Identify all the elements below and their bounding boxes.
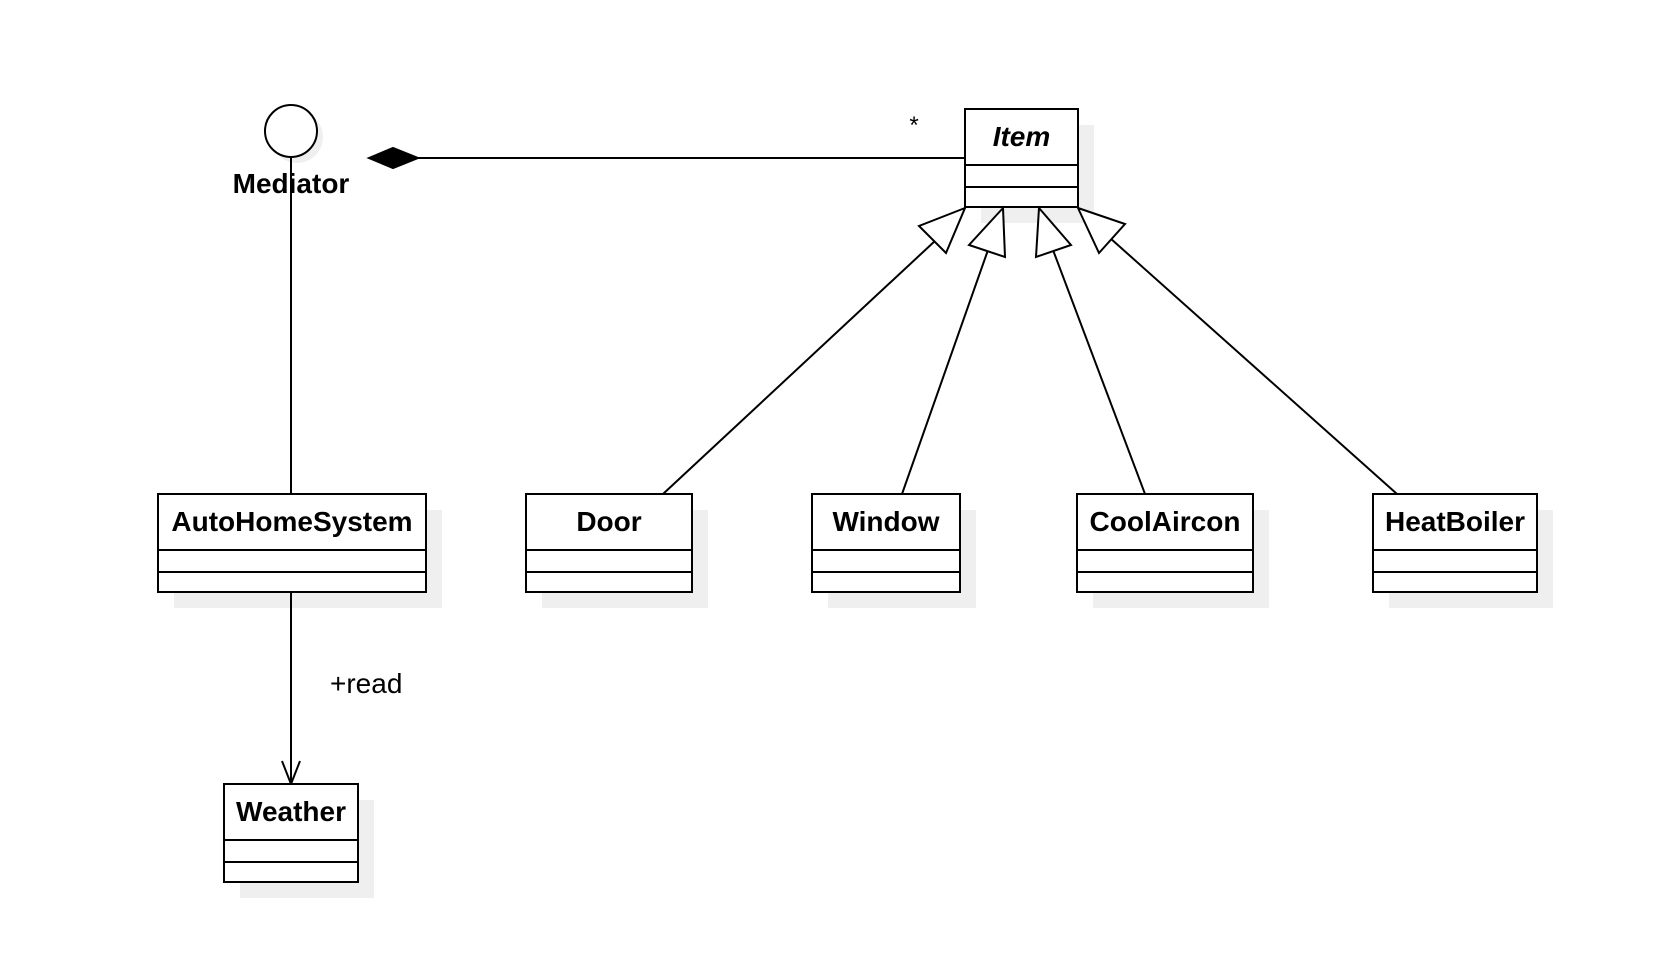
class-coolaircon[interactable]: CoolAircon: [1076, 493, 1269, 608]
generalization-heatboiler-item: [1076, 206, 1398, 495]
door-class-name: Door: [576, 506, 641, 537]
mediator-interface-circle: [264, 104, 318, 158]
class-autohomesystem[interactable]: AutoHomeSystem: [157, 493, 442, 608]
heatboiler-box: [1372, 493, 1538, 593]
class-heatboiler[interactable]: HeatBoiler: [1372, 493, 1553, 608]
autohomesystem-box: [157, 493, 427, 593]
association-autohomesystem-weather: +read: [281, 593, 402, 787]
autohomesystem-class-name: AutoHomeSystem: [171, 506, 412, 537]
coolaircon-generalization-line: [1052, 249, 1146, 495]
class-window[interactable]: Window: [811, 493, 976, 608]
heatboiler-generalization-arrowhead: [1076, 206, 1127, 255]
composition-mediator-item: *: [366, 112, 965, 170]
door-box: [525, 493, 693, 593]
association-role-label: +read: [330, 668, 402, 699]
weather-class-name: Weather: [236, 796, 346, 827]
door-generalization-line: [662, 239, 937, 495]
coolaircon-generalization-arrowhead: [1034, 205, 1073, 259]
weather-box: [223, 783, 359, 883]
heatboiler-class-name: HeatBoiler: [1385, 506, 1525, 537]
generalization-door-item: [662, 206, 967, 495]
door-generalization-arrowhead: [917, 206, 967, 255]
generalization-window-item: [901, 205, 1007, 495]
coolaircon-box: [1076, 493, 1254, 593]
item-box: [964, 108, 1079, 208]
window-box: [811, 493, 961, 593]
multiplicity-label: *: [909, 112, 918, 139]
class-item[interactable]: Item: [964, 108, 1094, 223]
item-class-name: Item: [993, 121, 1051, 152]
generalization-coolaircon-item: [1034, 205, 1146, 495]
heatboiler-generalization-line: [1109, 237, 1398, 495]
coolaircon-class-name: CoolAircon: [1090, 506, 1241, 537]
class-door[interactable]: Door: [525, 493, 708, 608]
window-generalization-arrowhead: [967, 205, 1007, 259]
window-generalization-line: [901, 249, 989, 495]
composition-diamond: [366, 146, 421, 170]
class-weather[interactable]: Weather: [223, 783, 374, 898]
window-class-name: Window: [832, 506, 939, 537]
